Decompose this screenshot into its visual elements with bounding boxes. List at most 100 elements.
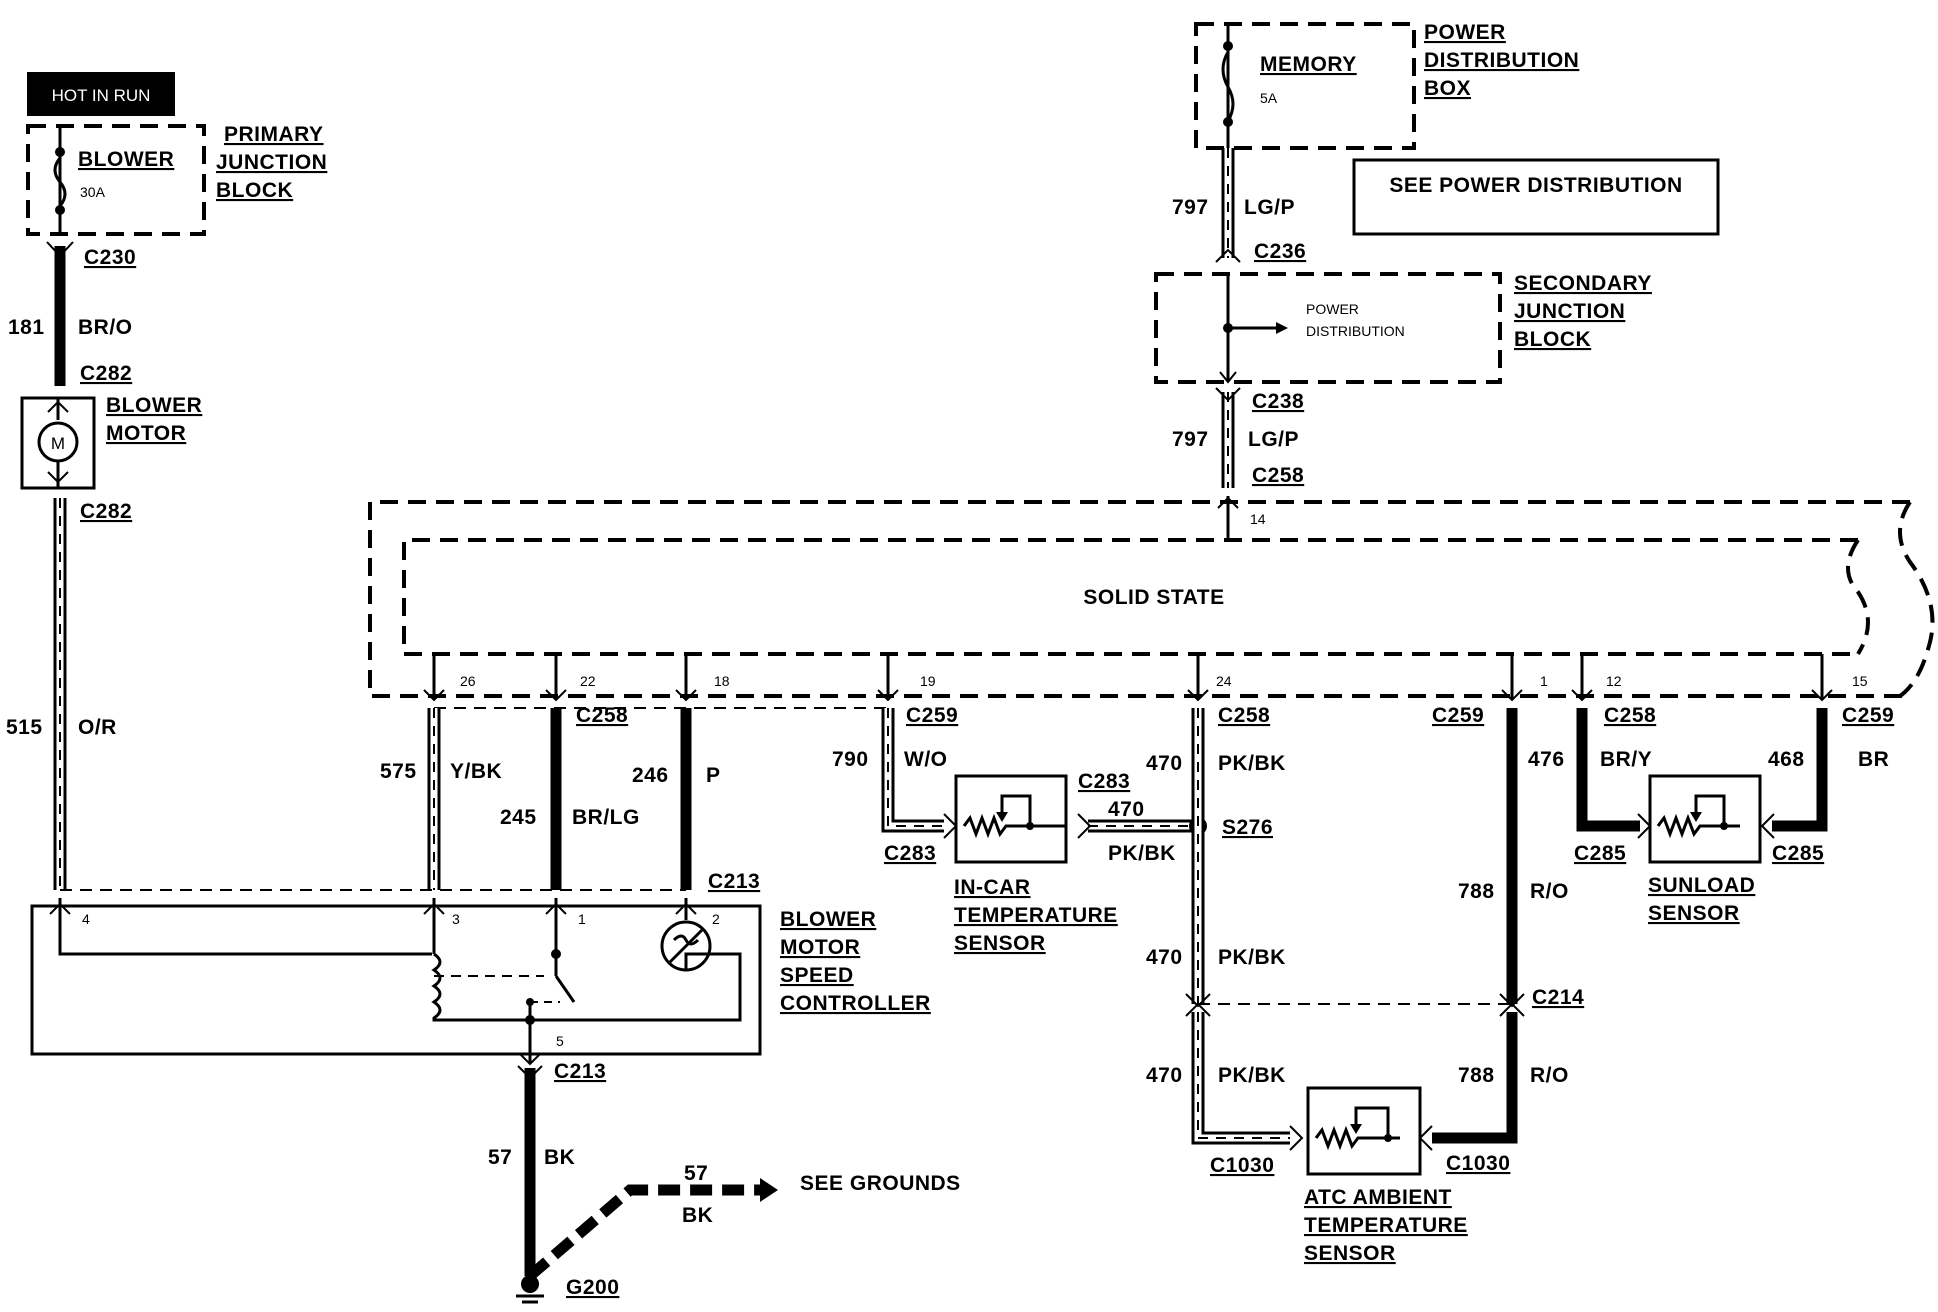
svg-text:TEMPERATURE: TEMPERATURE <box>1304 1214 1468 1237</box>
svg-text:22: 22 <box>580 673 596 689</box>
svg-text:P: P <box>706 764 721 787</box>
svg-text:C1030: C1030 <box>1446 1152 1510 1175</box>
svg-text:C1030: C1030 <box>1210 1154 1274 1177</box>
svg-text:14: 14 <box>1250 511 1266 527</box>
wire-245: C258 245 BR/LG <box>500 704 639 890</box>
svg-text:470: 470 <box>1146 1064 1183 1087</box>
svg-text:PK/BK: PK/BK <box>1218 1064 1286 1087</box>
wire-788: C259 788 R/O <box>1432 704 1569 1008</box>
see-power-distribution: SEE POWER DISTRIBUTION <box>1352 158 1720 236</box>
svg-text:TEMPERATURE: TEMPERATURE <box>954 904 1118 927</box>
svg-text:C285: C285 <box>1574 842 1626 865</box>
svg-text:SEE POWER DISTRIBUTION: SEE POWER DISTRIBUTION <box>1389 174 1682 197</box>
svg-text:JUNCTION: JUNCTION <box>216 151 327 174</box>
svg-text:797: 797 <box>1172 428 1209 451</box>
connector-c214-link: C214 <box>1198 986 1584 1009</box>
svg-text:5A: 5A <box>1260 90 1278 106</box>
module-pins: 26 22 18 19 24 1 12 15 <box>423 654 1868 702</box>
svg-text:MOTOR: MOTOR <box>780 936 860 959</box>
in-car-temperature-sensor: IN-CAR TEMPERATURE SENSOR <box>954 774 1118 955</box>
svg-text:POWER: POWER <box>1424 21 1506 44</box>
wire-470: C258 470 PK/BK 470 PK/BK <box>1146 704 1286 1008</box>
svg-text:1: 1 <box>578 911 586 927</box>
svg-text:PK/BK: PK/BK <box>1218 946 1286 969</box>
svg-text:575: 575 <box>380 760 417 783</box>
wire-246: 246 P C213 <box>632 708 760 893</box>
wire-181: C230 181 BR/O C282 <box>8 241 136 386</box>
wire-470-horizontal: C283 470 PK/BK <box>1077 770 1198 865</box>
svg-text:470: 470 <box>1108 798 1145 821</box>
wire-790: C259 790 W/O C283 <box>832 704 958 865</box>
svg-text:30A: 30A <box>80 184 106 200</box>
svg-text:3: 3 <box>452 911 460 927</box>
svg-text:PK/BK: PK/BK <box>1218 752 1286 775</box>
blower-fuse: BLOWER 30A <box>53 126 174 234</box>
svg-text:SOLID STATE: SOLID STATE <box>1083 586 1224 609</box>
svg-text:C213: C213 <box>708 870 760 893</box>
svg-text:SENSOR: SENSOR <box>954 932 1046 955</box>
svg-text:1: 1 <box>1540 673 1548 689</box>
svg-text:SPEED: SPEED <box>780 964 854 987</box>
svg-text:BLOCK: BLOCK <box>1514 328 1591 351</box>
svg-text:26: 26 <box>460 673 476 689</box>
svg-text:BLOWER: BLOWER <box>78 148 174 171</box>
svg-text:C282: C282 <box>80 362 132 385</box>
svg-text:476: 476 <box>1528 748 1565 771</box>
svg-text:C285: C285 <box>1772 842 1824 865</box>
svg-text:PRIMARY: PRIMARY <box>224 123 324 146</box>
svg-text:BLOWER: BLOWER <box>780 908 876 931</box>
svg-text:468: 468 <box>1768 748 1805 771</box>
svg-text:24: 24 <box>1216 673 1232 689</box>
svg-text:PK/BK: PK/BK <box>1108 842 1176 865</box>
svg-text:790: 790 <box>832 748 869 771</box>
svg-text:MOTOR: MOTOR <box>106 422 186 445</box>
svg-text:JUNCTION: JUNCTION <box>1514 300 1625 323</box>
svg-text:C259: C259 <box>906 704 958 727</box>
sunload-sensor: SUNLOAD SENSOR <box>1648 774 1762 925</box>
svg-text:BOX: BOX <box>1424 77 1471 100</box>
svg-text:SUNLOAD: SUNLOAD <box>1648 874 1755 897</box>
svg-text:18: 18 <box>714 673 730 689</box>
svg-text:R/O: R/O <box>1530 880 1569 903</box>
svg-text:POWER: POWER <box>1306 301 1359 317</box>
svg-text:57: 57 <box>684 1162 708 1185</box>
svg-text:BK: BK <box>682 1204 713 1227</box>
svg-text:LG/P: LG/P <box>1244 196 1295 219</box>
svg-text:Y/BK: Y/BK <box>450 760 502 783</box>
svg-text:BK: BK <box>544 1146 575 1169</box>
wire-797-top: 797 LG/P C236 <box>1172 148 1306 263</box>
atc-ambient-temperature-sensor: ATC AMBIENT TEMPERATURE SENSOR <box>1304 1086 1468 1265</box>
svg-text:2: 2 <box>712 911 720 927</box>
svg-text:M: M <box>51 434 65 453</box>
svg-text:G200: G200 <box>566 1276 619 1299</box>
svg-text:19: 19 <box>920 673 936 689</box>
svg-text:BR/Y: BR/Y <box>1600 748 1652 771</box>
svg-text:C283: C283 <box>884 842 936 865</box>
svg-text:181: 181 <box>8 316 45 339</box>
svg-text:SECONDARY: SECONDARY <box>1514 272 1652 295</box>
blower-motor: M BLOWER MOTOR <box>20 394 202 490</box>
svg-text:BR: BR <box>1858 748 1889 771</box>
svg-text:797: 797 <box>1172 196 1209 219</box>
wire-788-lower: 788 R/O C1030 <box>1418 1002 1569 1175</box>
svg-text:515: 515 <box>6 716 43 739</box>
svg-text:470: 470 <box>1146 946 1183 969</box>
svg-text:LG/P: LG/P <box>1248 428 1299 451</box>
svg-text:4: 4 <box>82 911 90 927</box>
svg-text:246: 246 <box>632 764 669 787</box>
svg-text:C283: C283 <box>1078 770 1130 793</box>
wire-515: C282 515 O/R <box>6 498 132 890</box>
svg-text:SENSOR: SENSOR <box>1304 1242 1396 1265</box>
svg-text:C259: C259 <box>1842 704 1894 727</box>
primary-junction-block: PRIMARY JUNCTION BLOCK <box>26 123 327 236</box>
svg-text:788: 788 <box>1458 1064 1495 1087</box>
svg-text:C230: C230 <box>84 246 136 269</box>
svg-text:57: 57 <box>488 1146 512 1169</box>
svg-text:C259: C259 <box>1432 704 1484 727</box>
svg-text:O/R: O/R <box>78 716 117 739</box>
svg-text:ATC AMBIENT: ATC AMBIENT <box>1304 1186 1452 1209</box>
svg-text:SENSOR: SENSOR <box>1648 902 1740 925</box>
svg-text:R/O: R/O <box>1530 1064 1569 1087</box>
svg-text:C238: C238 <box>1252 390 1304 413</box>
svg-text:C258: C258 <box>1218 704 1270 727</box>
